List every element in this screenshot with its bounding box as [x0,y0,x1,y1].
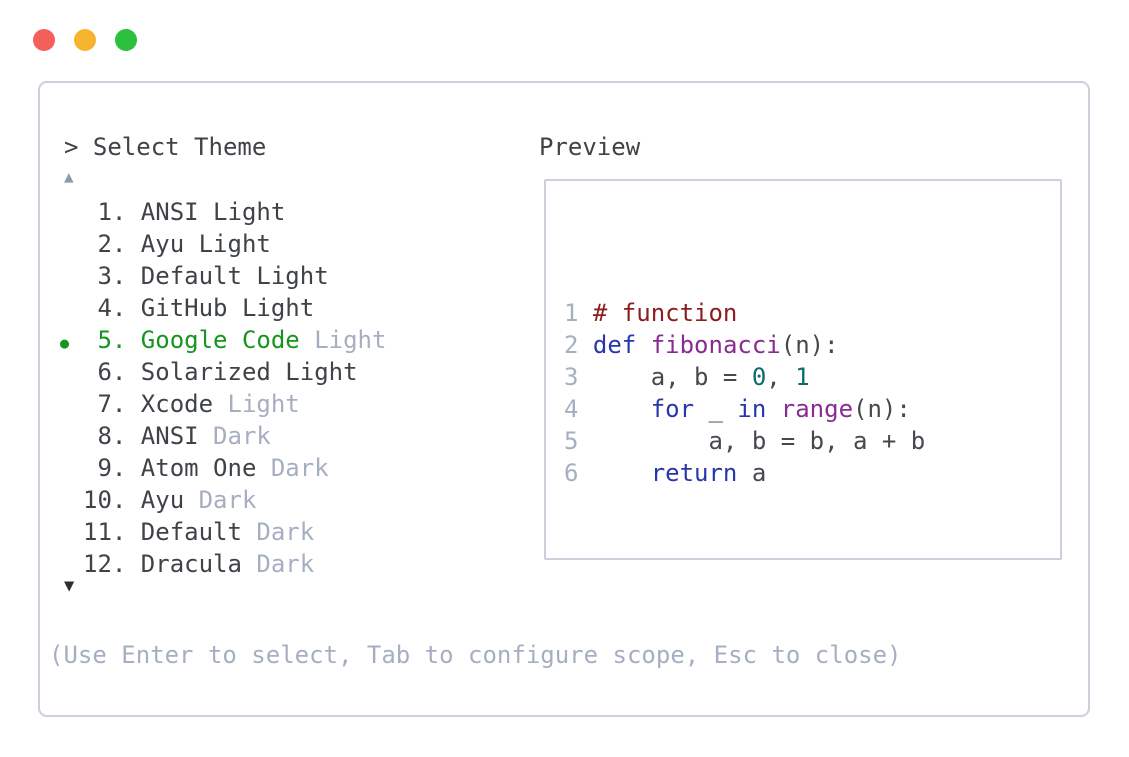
footer-hint: (Use Enter to select, Tab to configure s… [49,641,902,669]
code-line: 3 a, b = 0, 1 [564,361,948,393]
code-token: , [766,363,796,391]
scroll-up-icon[interactable]: ▲ [64,167,74,186]
window-close-button[interactable] [33,29,55,51]
theme-item-suffix: Dark [213,422,271,450]
theme-item-suffix: Dark [256,518,315,546]
line-number: 4 [564,395,579,423]
code-token: 1 [795,363,810,391]
theme-item-name: ANSI Light [140,198,286,226]
code-token: range [780,395,854,423]
code-token: a, b = [592,363,752,391]
dialog-title: > Select Theme [64,131,266,163]
theme-item-ayu[interactable]: 10. Ayu Dark [60,484,386,516]
code-line: 6 return a [564,457,948,489]
theme-item-name: GitHub Light [140,294,315,322]
theme-item-name: Solarized Light [140,358,358,386]
code-token [593,459,651,487]
line-number: 2 [564,331,579,359]
theme-item-default-light[interactable]: 3. Default Light [60,260,386,292]
window-minimize-button[interactable] [74,29,96,51]
code-line: 5 a, b = b, a + b [564,425,948,457]
code-token: a [737,459,767,487]
line-number: 1 [564,299,579,327]
theme-item-number: 9. [97,454,127,482]
theme-item-number: 8. [97,422,127,450]
code-token: fibonacci [650,331,781,359]
theme-item-number: 3. [97,262,127,290]
window-zoom-button[interactable] [115,29,137,51]
theme-item-number: 11. [83,518,127,546]
scroll-down-icon[interactable]: ▼ [64,576,75,596]
code-token: a, b = b, a + b [592,427,926,455]
theme-item-number: 10. [83,486,127,514]
theme-item-suffix: Dark [270,454,329,482]
code-token: def [592,331,637,359]
theme-item-ayu-light[interactable]: 2. Ayu Light [60,228,386,260]
dialog-title-text: Select Theme [92,133,267,161]
window-controls [33,29,137,51]
line-number: 3 [564,363,579,391]
theme-item-github-light[interactable]: 4. GitHub Light [60,292,386,324]
theme-item-ansi[interactable]: 8. ANSI Dark [60,420,386,452]
code-token [593,395,651,423]
theme-item-xcode[interactable]: 7. Xcode Light [60,388,386,420]
code-line: 2 def fibonacci(n): [564,329,948,361]
theme-item-number: 2. [97,230,127,258]
theme-item-suffix: Dark [198,486,257,514]
code-token: # function [592,299,738,327]
code-token: for [650,395,695,423]
theme-item-name: Ayu [140,486,185,514]
theme-item-atom-one[interactable]: 9. Atom One Dark [60,452,386,484]
prompt-caret: > [64,133,79,161]
code-line: 1 # function [564,297,948,329]
theme-item-number: 1. [97,198,127,226]
theme-item-suffix: Light [314,326,387,354]
code-token [766,395,780,423]
theme-item-name: ANSI [140,422,199,450]
code-line: 4 for _ in range(n): [564,393,948,425]
theme-item-number: 4. [97,294,127,322]
theme-item-name: Xcode [140,390,214,418]
theme-item-name: Default Light [140,262,329,290]
line-number: 5 [564,427,579,455]
theme-item-suffix: Dark [256,550,315,578]
theme-item-name: Ayu Light [140,230,271,258]
code-token: _ [694,395,738,423]
line-number: 6 [564,459,579,487]
theme-item-number: 5. [97,326,127,354]
theme-item-name: Atom One [140,454,257,482]
code-token: (n): [780,331,839,359]
theme-item-google-code[interactable]: ● 5. Google Code Light [60,324,386,356]
theme-item-name: Google Code [140,326,300,354]
theme-item-number: 6. [97,358,127,386]
preview-label: Preview [539,133,641,161]
theme-item-dracula[interactable]: 12. Dracula Dark [60,548,386,580]
theme-item-name: Default [140,518,242,546]
code-token: 0 [751,363,767,391]
theme-item-name: Dracula [140,550,242,578]
theme-item-default[interactable]: 11. Default Dark [60,516,386,548]
code-token: return [650,459,738,487]
selected-indicator-icon: ● [60,334,70,352]
code-token: (n): [853,395,911,423]
code-token: in [737,395,767,423]
theme-item-number: 12. [83,550,127,578]
code-token [636,331,650,359]
theme-item-ansi-light[interactable]: 1. ANSI Light [60,196,386,228]
theme-item-number: 7. [97,390,127,418]
theme-item-suffix: Light [227,390,300,418]
theme-item-solarized-light[interactable]: 6. Solarized Light [60,356,386,388]
